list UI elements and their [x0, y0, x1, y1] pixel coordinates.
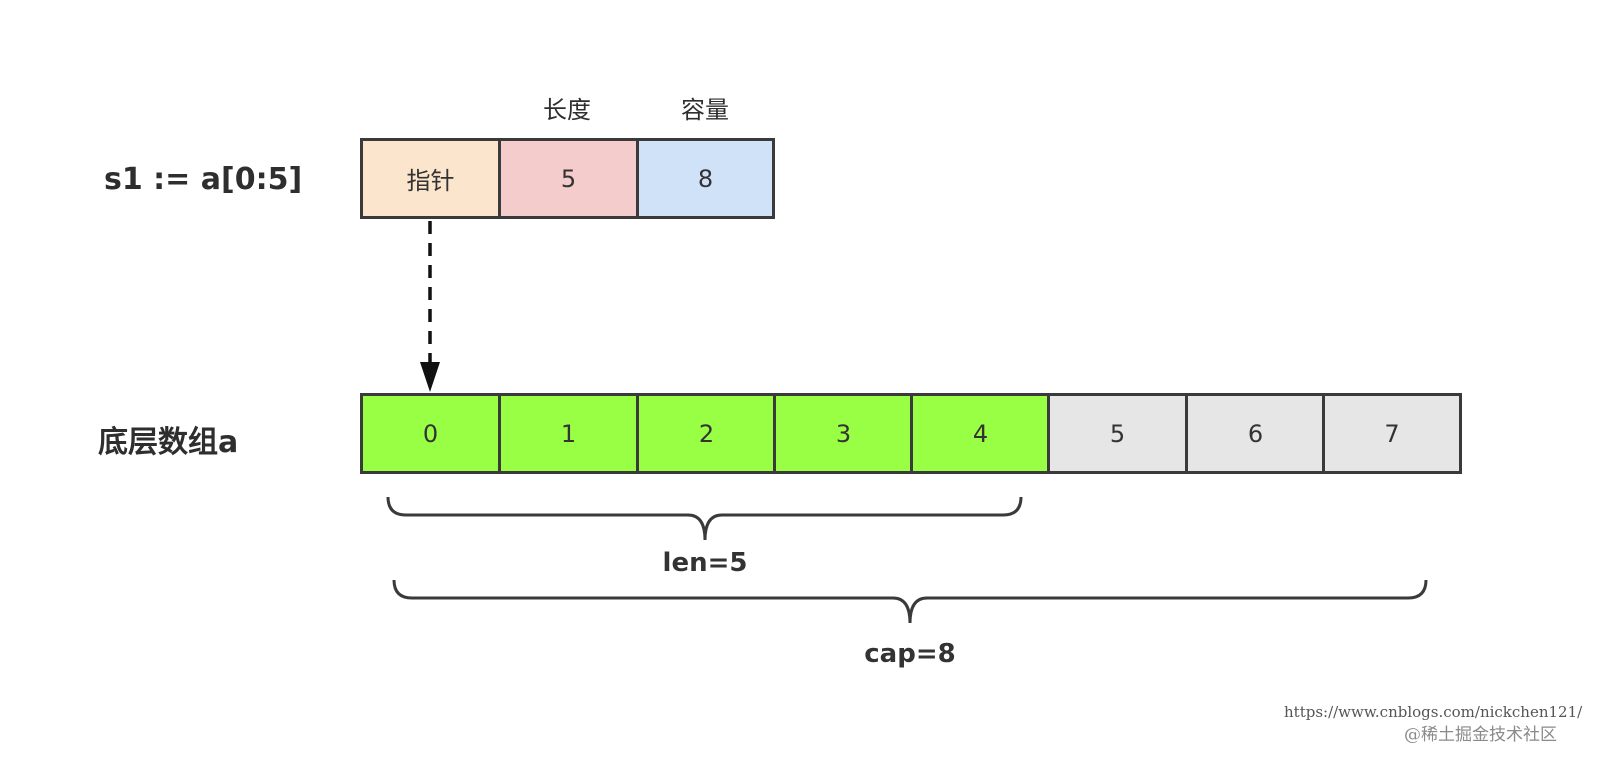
cap-brace [392, 579, 1428, 624]
slice-capacity-value: 8 [697, 164, 714, 193]
slice-pointer-cell: 指针 [360, 138, 501, 219]
pointer-arrow [420, 221, 440, 392]
cap-label: cap=8 [864, 639, 956, 669]
array-cell-index: 5 [1109, 419, 1126, 448]
len-label: len=5 [662, 548, 748, 578]
array-cell-index: 3 [835, 419, 852, 448]
slice-pointer-text: 指针 [406, 167, 455, 195]
array-cell: 4 [910, 393, 1051, 474]
array-cell-index: 7 [1384, 419, 1400, 448]
array-cell: 3 [773, 393, 914, 474]
slice-capacity-cell: 8 [636, 138, 775, 219]
array-label: 底层数组a [98, 425, 239, 460]
array-cell: 7 [1322, 393, 1462, 474]
slice-label: s1 := a[0:5] [104, 162, 303, 197]
array-cell: 6 [1185, 393, 1326, 474]
array-cell-index: 2 [698, 419, 715, 448]
slice-length-value: 5 [560, 164, 577, 193]
array-cell-index: 4 [972, 419, 989, 448]
capacity-header: 容量 [681, 96, 729, 124]
array-cell-index: 0 [422, 419, 439, 448]
array-cell-index: 1 [560, 419, 577, 448]
array-cell-index: 6 [1247, 419, 1264, 448]
watermark-url: https://www.cnblogs.com/nickchen121/ [1284, 703, 1583, 721]
length-header: 长度 [543, 96, 591, 124]
len-brace [386, 496, 1023, 541]
watermark-site: @稀土掘金技术社区 [1404, 725, 1557, 745]
